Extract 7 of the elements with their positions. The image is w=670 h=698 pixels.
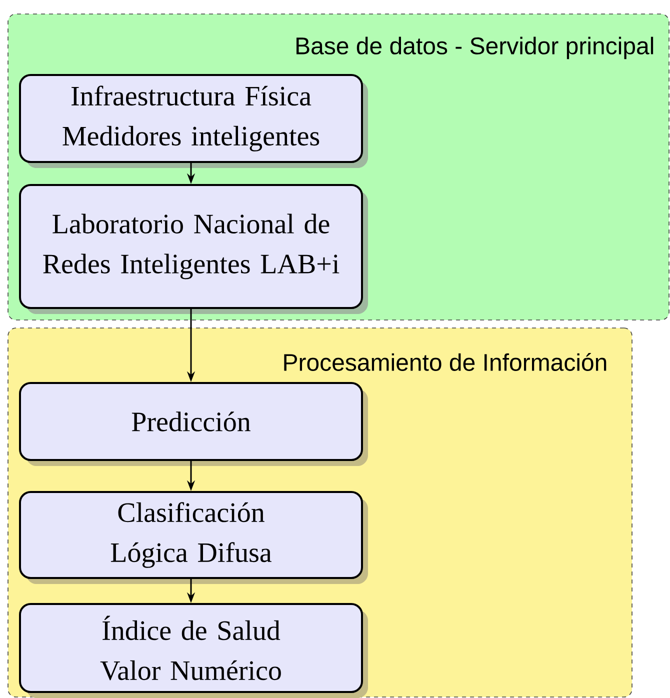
process-box: Índice de Salud Valor Numérico <box>19 603 368 698</box>
panel-heading: Base de datos - Servidor principal <box>296 36 654 60</box>
panel-heading: Procesamiento de Información <box>284 353 606 371</box>
process-box: Predicción <box>19 382 368 466</box>
process-box: Infraestructura Física Medidores inteligentes <box>19 74 368 168</box>
process-box: Clasificación Lógica Difusa <box>19 491 368 584</box>
process-box: Laboratorio Nacional de Redes Inteligentes LAB+i <box>19 184 368 314</box>
